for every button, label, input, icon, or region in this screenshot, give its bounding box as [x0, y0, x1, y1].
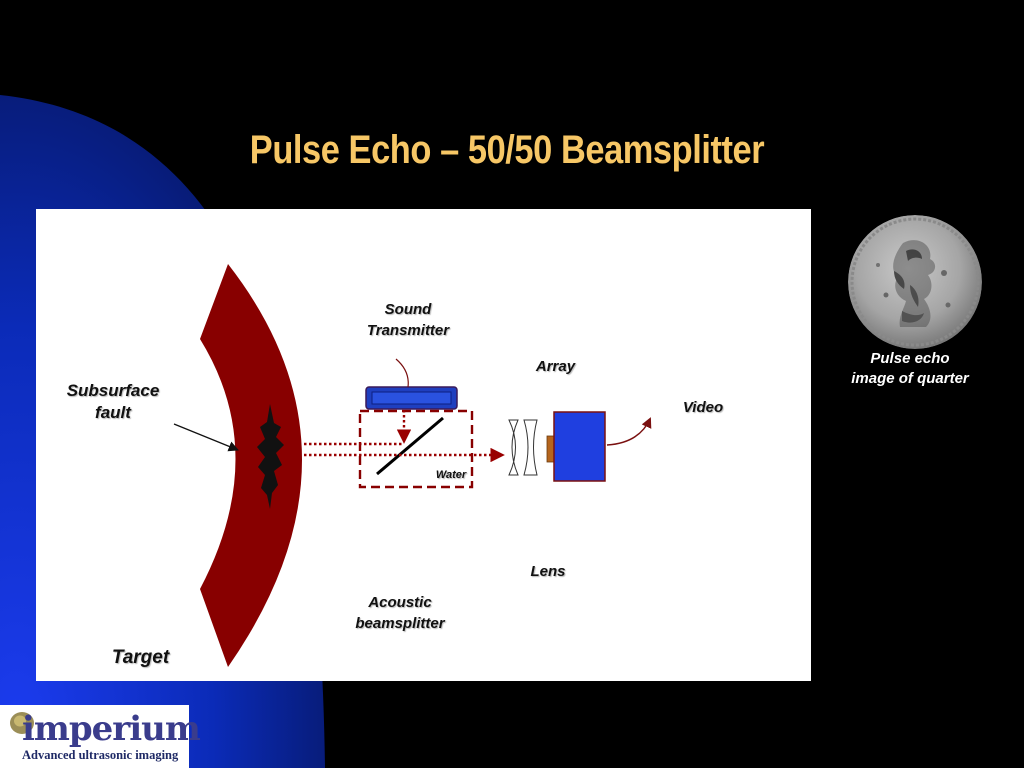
beamsplitter-plate [376, 416, 444, 476]
lens-element-2 [523, 419, 538, 476]
transmitter-lead [395, 358, 409, 388]
logo-tagline: Advanced ultrasonic imaging [22, 748, 179, 762]
imperium-logo: imperium Advanced ultrasonic imaging [0, 705, 201, 768]
coin-caption-line2: image of quarter [851, 370, 969, 387]
logo-wordmark: imperium [22, 709, 201, 749]
sound-transmitter-label-line2: Transmitter [366, 322, 450, 339]
slide-title: Pulse Echo – 50/50 Beamsplitter [249, 128, 765, 172]
fault-pointer [173, 423, 239, 452]
lens-label: Lens [530, 563, 566, 580]
subsurface-fault-label: Subsurface fault [53, 380, 173, 424]
diagram-panel: Sound Transmitter Array Subsurface fault… [36, 209, 811, 681]
beamsplitter-diagram [173, 264, 652, 667]
target-arc [200, 264, 302, 667]
water-box [358, 409, 474, 489]
acoustic-beamsplitter-label: Acoustic beamsplitter [336, 592, 464, 634]
subsurface-fault-label-line2: fault [95, 403, 131, 422]
lens-element-1 [508, 419, 519, 476]
video-arrow [606, 417, 652, 446]
quarter-echo-image [848, 215, 982, 349]
acoustic-beamsplitter-label-line2: beamsplitter [355, 615, 445, 632]
target-label: Target [111, 647, 170, 668]
array-label: Array [535, 358, 576, 375]
sound-transmitter-label-line1: Sound [384, 301, 432, 318]
array-element [546, 435, 555, 463]
logo-mark [10, 712, 34, 734]
coin-caption-line1: Pulse echo [870, 350, 950, 367]
water-label: Water [435, 469, 467, 481]
subsurface-fault-label-line1: Subsurface [66, 381, 160, 400]
fault-starburst [257, 404, 284, 509]
array-block [553, 411, 606, 482]
sound-transmitter-label: Sound Transmitter [358, 299, 458, 341]
coin-caption: Pulse echo image of quarter [830, 349, 990, 389]
video-label: Video [682, 399, 724, 416]
quarter-image-svg [848, 215, 982, 349]
acoustic-beamsplitter-label-line1: Acoustic [368, 594, 432, 611]
